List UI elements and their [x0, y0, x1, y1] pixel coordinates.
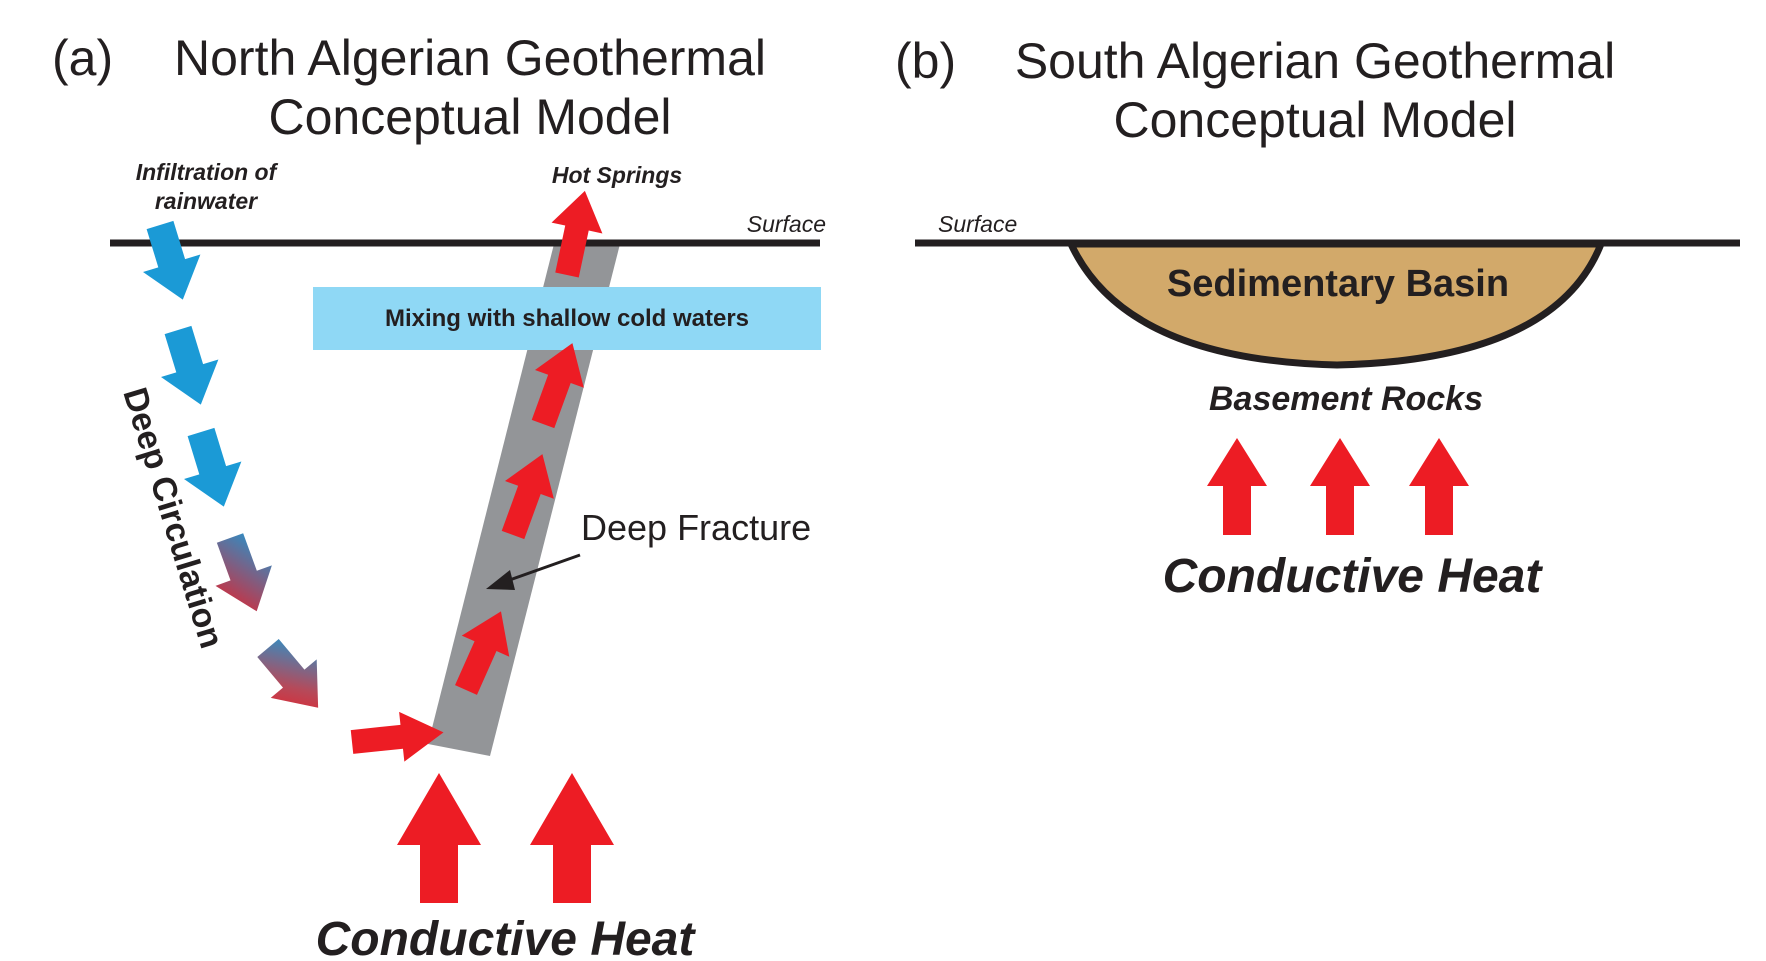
deep-fracture-pointer — [503, 553, 581, 584]
hot-water-arrow — [531, 343, 584, 429]
hot-springs-label: Hot Springs — [552, 162, 682, 188]
conductive-heat-label-b: Conductive Heat — [1163, 550, 1544, 603]
conductive-heat-label-a: Conductive Heat — [316, 913, 697, 961]
hot-spring-arrow — [551, 190, 603, 278]
mixing-label: Mixing with shallow cold waters — [385, 305, 749, 332]
panel-a-title-line2: Conceptual Model — [268, 89, 671, 145]
panel-a: (a) North Algerian Geothermal Conceptual… — [52, 30, 826, 961]
conductive-heat-arrow — [1207, 438, 1267, 535]
panel-b: (b) South Algerian Geothermal Conceptual… — [895, 33, 1740, 603]
panel-a-title-line1: North Algerian Geothermal — [174, 30, 766, 86]
basement-rocks-label: Basement Rocks — [1209, 380, 1483, 418]
deep-fracture-label: Deep Fracture — [581, 507, 811, 548]
transition-arrow — [215, 533, 272, 612]
sedimentary-basin — [1067, 240, 1605, 369]
conductive-heat-arrow — [397, 773, 481, 903]
surface-label-a: Surface — [747, 211, 826, 237]
infiltration-label-line1: Infiltration of — [136, 159, 279, 185]
conductive-heat-arrow — [1310, 438, 1370, 535]
panel-a-label: (a) — [52, 30, 113, 86]
hot-water-arrow — [455, 611, 510, 695]
infiltration-label-line2: rainwater — [155, 188, 258, 214]
deep-fracture-pointer-head — [486, 570, 515, 590]
panel-b-title-line2: Conceptual Model — [1113, 92, 1516, 148]
conductive-heat-arrow — [1409, 438, 1469, 535]
mixing-zone — [313, 287, 821, 350]
infiltration-arrow — [184, 427, 242, 507]
hot-water-arrow — [350, 711, 444, 762]
panel-b-label: (b) — [895, 33, 956, 89]
hot-water-arrow — [501, 454, 554, 540]
infiltration-arrow — [161, 325, 219, 405]
conductive-heat-arrow — [530, 773, 614, 903]
panel-b-title-line1: South Algerian Geothermal — [1015, 33, 1615, 89]
sedimentary-basin-label: Sedimentary Basin — [1167, 263, 1509, 305]
deep-circulation-label: Deep Circulation — [115, 383, 230, 652]
surface-label-b: Surface — [938, 211, 1017, 237]
infiltration-arrow — [143, 220, 201, 300]
transition-arrow — [257, 639, 319, 708]
